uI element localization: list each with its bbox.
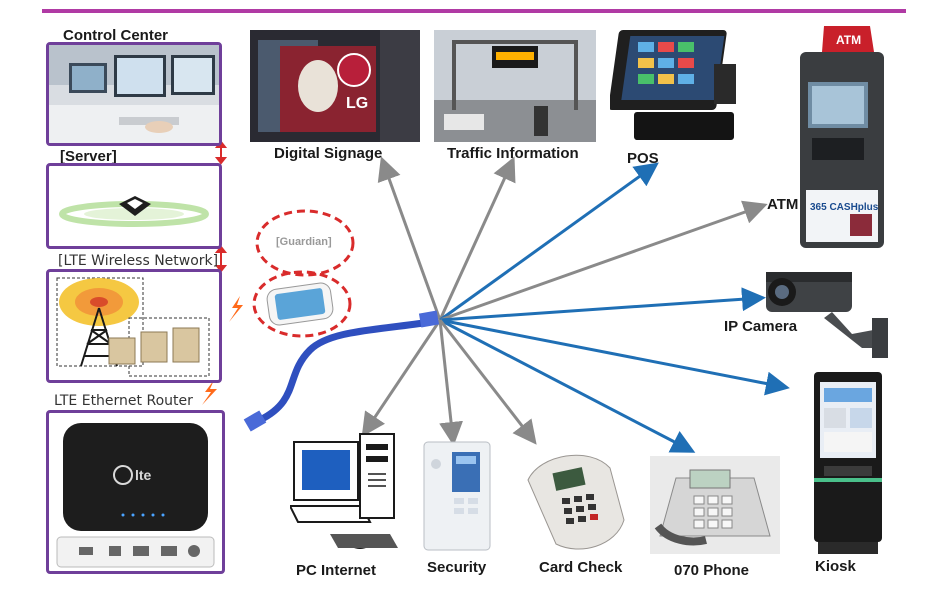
wireless-bolt-icon <box>229 296 243 322</box>
arrow-to-security <box>438 319 463 446</box>
arrow-to-070-phone <box>439 318 696 453</box>
router-box: lte <box>46 410 225 574</box>
arrow-to-kiosk <box>439 318 790 396</box>
security-label: Security <box>427 559 487 576</box>
arrow-to-pos <box>439 162 659 322</box>
traffic-information-photo <box>434 30 596 142</box>
svg-text:ATM: ATM <box>836 33 861 47</box>
top-accent-bar <box>42 9 906 13</box>
070-phone-label: 070 Phone <box>674 562 750 579</box>
arrow-to-pc-internet <box>361 319 442 437</box>
atm-label: ATM <box>767 196 799 213</box>
arrow-to-ip-camera <box>439 287 766 322</box>
control-center-photo <box>49 45 219 143</box>
control-center-label: Control Center <box>63 27 168 44</box>
arrow-to-card-check <box>438 319 537 445</box>
atm-machine: ATM 365 CASHplus <box>792 22 887 250</box>
guardian-label: [Guardian] <box>276 236 332 248</box>
router-label: LTE Ethernet Router <box>54 393 193 409</box>
traffic-information-label: Traffic Information <box>447 145 579 162</box>
arrow-to-digital-signage <box>377 156 442 321</box>
pc-internet-computer <box>290 430 410 554</box>
cell-tower-icon <box>80 307 118 367</box>
digital-signage-label: Digital Signage <box>274 145 383 162</box>
lte-router-device: lte <box>56 423 215 568</box>
server-label: [Server] <box>60 148 117 165</box>
server-icon <box>59 196 209 227</box>
lte-network-label: [LTE Wireless Network] <box>58 253 219 269</box>
security-panel <box>422 440 492 552</box>
server-box <box>46 163 222 249</box>
pos-label: POS <box>627 150 659 167</box>
pc-internet-label: PC Internet <box>296 562 377 579</box>
card-check-terminal <box>520 440 630 560</box>
ip-camera-label: IP Camera <box>724 318 798 335</box>
ip-camera <box>762 268 892 358</box>
svg-text:LG: LG <box>346 95 368 112</box>
wireless-bolt-icon-2 <box>202 380 217 405</box>
digital-signage-photo: LG <box>250 30 420 142</box>
lte-tower-diagram <box>56 277 210 377</box>
building-icons <box>108 327 200 365</box>
phone-070 <box>650 456 780 554</box>
kiosk-machine <box>806 370 888 556</box>
svg-text:lte: lte <box>135 467 152 483</box>
arrow-to-traffic-information <box>438 156 516 321</box>
kiosk-label: Kiosk <box>815 558 856 575</box>
svg-text:365 CASHplus: 365 CASHplus <box>810 202 879 213</box>
pos-terminal <box>610 24 750 148</box>
card-check-label: Card Check <box>539 559 623 576</box>
control-center-box <box>46 42 222 146</box>
lte-network-box <box>46 269 222 383</box>
arrow-to-atm <box>439 200 768 322</box>
